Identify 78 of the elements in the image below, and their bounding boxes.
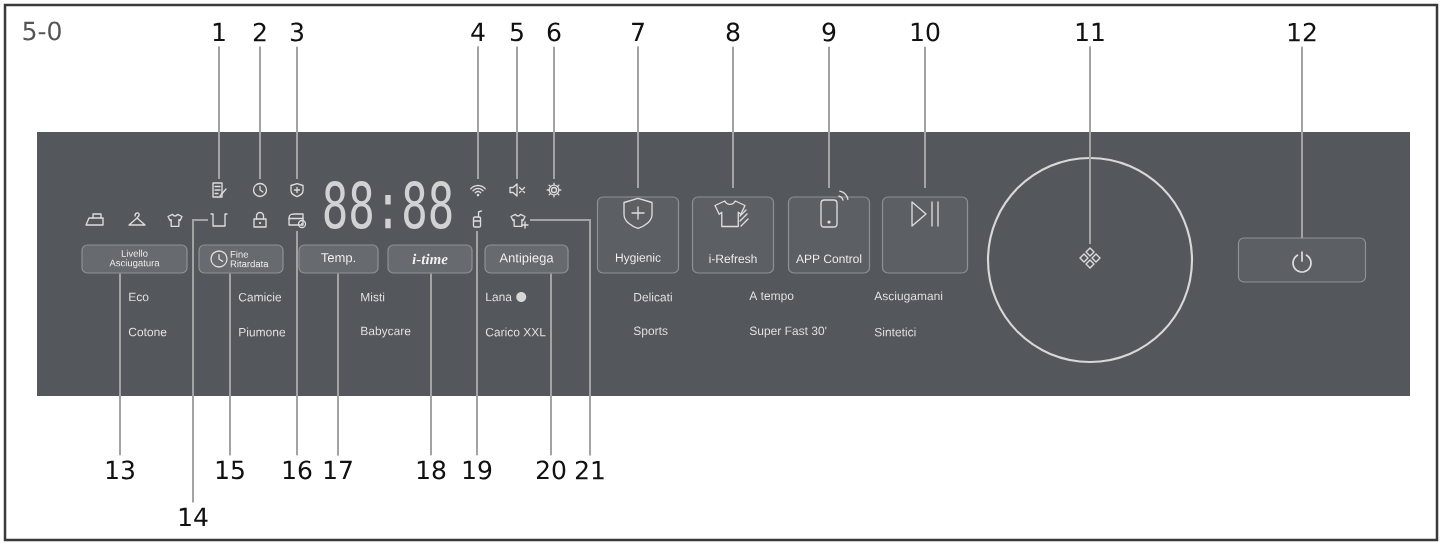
leader-line — [337, 272, 339, 457]
leader-line — [192, 219, 209, 504]
program-label: Misti — [361, 292, 385, 302]
callout-number: 6 — [547, 22, 561, 42]
wifi-icon — [470, 184, 486, 197]
callout-number: 4 — [471, 22, 485, 42]
callout-number: 3 — [290, 22, 303, 42]
leader-line — [732, 45, 734, 189]
function-button: APP Control — [787, 196, 871, 274]
diamonds-icon — [1079, 247, 1101, 269]
callout-number: 2 — [253, 22, 266, 42]
program-label: Delicati — [634, 292, 672, 302]
callout-number: 20 — [536, 460, 566, 480]
leader-line — [550, 272, 552, 457]
shield-icon — [290, 183, 304, 198]
leader-line — [637, 45, 639, 189]
callout-number: 15 — [216, 460, 244, 480]
note-icon — [212, 182, 227, 198]
function-button: Livello Asciugatura — [81, 244, 188, 274]
leader-line — [1089, 45, 1091, 245]
leader-line — [477, 45, 479, 180]
leader-line — [924, 45, 926, 189]
function-button: Hygienic — [596, 196, 680, 274]
callout-number: 7 — [632, 22, 644, 42]
program-label: Lana — [486, 292, 512, 302]
leader-line — [430, 272, 432, 457]
clock-icon — [252, 182, 268, 198]
callout-number: 10 — [911, 22, 940, 42]
leader-line — [516, 45, 518, 180]
callout-number: 19 — [463, 460, 492, 480]
program-label: Babycare — [361, 326, 411, 338]
program-label: Cotone — [128, 327, 167, 337]
function-button: Temp. — [298, 244, 379, 274]
leader-line — [218, 45, 220, 180]
program-label: Carico XXL — [485, 327, 546, 337]
function-button: i-time — [387, 244, 473, 274]
leader-line — [229, 272, 231, 457]
function-button: i-Refresh — [691, 196, 775, 274]
function-button: Antipiega — [484, 244, 569, 274]
figure-number: 5-0 — [23, 21, 61, 41]
callout-number: 18 — [417, 460, 446, 480]
callout-number: 16 — [283, 460, 312, 480]
program-label: Camicie — [238, 292, 282, 302]
mute-icon — [509, 183, 526, 197]
leader-line — [119, 272, 121, 457]
callout-number: 5 — [511, 22, 523, 42]
gear-icon — [546, 182, 562, 198]
leader-line — [529, 219, 591, 457]
callout-number: 13 — [106, 460, 134, 480]
shirt-icon — [510, 213, 529, 229]
leader-line — [296, 230, 298, 457]
callout-number: 1 — [213, 22, 225, 42]
callout-number: 11 — [1076, 22, 1104, 42]
program-label: Asciugamani — [874, 291, 943, 303]
leader-line — [259, 45, 261, 180]
leader-line — [828, 45, 830, 189]
program-label: A tempo — [749, 291, 794, 303]
callout-number: 14 — [179, 507, 208, 527]
program-label: Sintetici — [874, 327, 916, 337]
leader-line — [296, 45, 298, 180]
callout-number: 21 — [575, 460, 604, 480]
callout-number: 12 — [1288, 22, 1316, 42]
function-button: Fine Ritardata — [198, 244, 284, 274]
program-label: Super Fast 30' — [749, 326, 827, 338]
cup-icon — [472, 210, 483, 228]
leader-line — [1301, 45, 1303, 239]
program-label: Piumone — [239, 327, 286, 337]
program-label: Sports — [633, 326, 668, 338]
drum-icon — [288, 213, 307, 229]
leader-line — [553, 45, 555, 180]
callout-number: 9 — [822, 22, 836, 42]
time-display: 88:88 — [324, 180, 452, 230]
callout-number: 17 — [324, 460, 352, 480]
leader-line — [476, 230, 478, 457]
selector-dial — [986, 156, 1194, 364]
program-label: Eco — [129, 292, 149, 302]
callout-number: 8 — [726, 22, 740, 42]
tub-icon — [210, 213, 228, 227]
